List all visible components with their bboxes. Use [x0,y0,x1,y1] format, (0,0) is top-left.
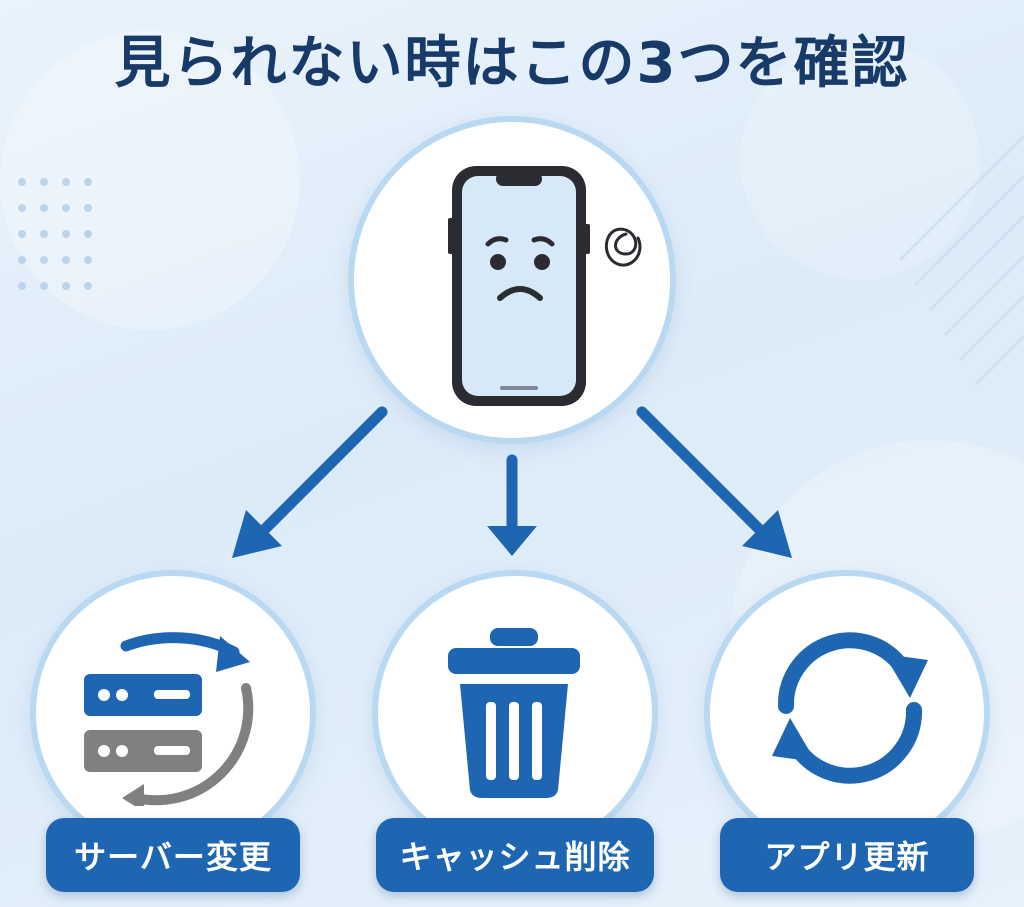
arrow-middle [487,454,537,556]
arrow-left [232,406,388,558]
server-switch-icon [84,632,254,806]
center-circle [348,116,676,444]
server-change-label: サーバー変更 [46,818,300,892]
cache-delete-circle [372,570,658,856]
trash-can-icon [448,628,580,798]
cache-delete-label: キャッシュ削除 [376,818,654,892]
page-title: 見られない時はこの3つを確認 [114,31,910,96]
diagonal-line-pattern [898,134,1024,387]
arrow-right [636,406,792,558]
server-change-circle [30,570,316,856]
confused-smartphone-icon [448,166,642,406]
app-update-circle [704,570,990,856]
dot-grid-pattern [18,178,92,290]
app-update-label: アプリ更新 [720,818,974,892]
refresh-icon [772,632,928,784]
